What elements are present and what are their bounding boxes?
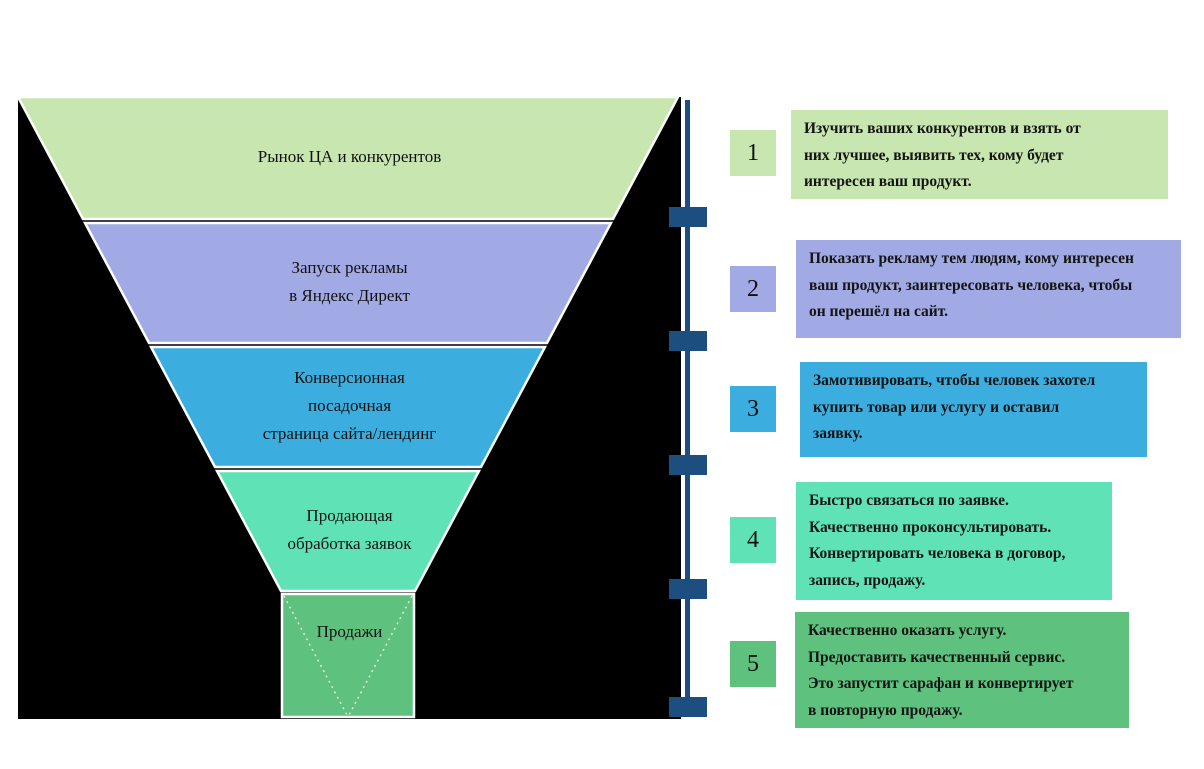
funnel-diagram: Рынок ЦА и конкурентов Запуск рекламы в … xyxy=(18,97,681,719)
timeline-marker-3 xyxy=(669,455,707,475)
step-number-box-1: 1 xyxy=(730,130,776,176)
funnel-shapes xyxy=(18,97,680,719)
step-description-3: Замотивировать, чтобы человек захотел ку… xyxy=(800,362,1147,457)
funnel-tip-dotted-line-right xyxy=(347,595,413,718)
timeline-marker-2 xyxy=(669,331,707,351)
timeline-marker-5 xyxy=(669,697,707,717)
step-number-box-5: 5 xyxy=(730,641,776,687)
step-number-5: 5 xyxy=(747,650,759,677)
step-description-5: Качественно оказать услугу. Предоставить… xyxy=(795,612,1129,728)
step-number-1: 1 xyxy=(747,139,759,166)
funnel-stage-shape-3 xyxy=(148,345,548,469)
step-number-2: 2 xyxy=(747,275,759,302)
funnel-tip-dotted-line-left xyxy=(283,595,349,718)
step-number-box-3: 3 xyxy=(730,386,776,432)
funnel-stage-shape-5 xyxy=(280,592,416,719)
timeline-line xyxy=(685,100,690,701)
step-description-1: Изучить ваших конкурентов и взять от них… xyxy=(791,110,1168,199)
timeline-marker-4 xyxy=(669,579,707,599)
step-number-box-2: 2 xyxy=(730,266,776,312)
step-number-3: 3 xyxy=(747,395,759,422)
funnel-stage-shape-1 xyxy=(18,97,680,221)
step-number-4: 4 xyxy=(747,526,759,553)
step-description-2: Показать рекламу тем людям, кому интерес… xyxy=(796,240,1181,338)
funnel-stage-shape-4 xyxy=(214,469,482,593)
funnel-stage-shape-2 xyxy=(82,221,614,345)
step-number-box-4: 4 xyxy=(730,517,776,563)
step-description-4: Быстро связаться по заявке. Качественно … xyxy=(796,482,1112,600)
timeline-marker-1 xyxy=(669,207,707,227)
